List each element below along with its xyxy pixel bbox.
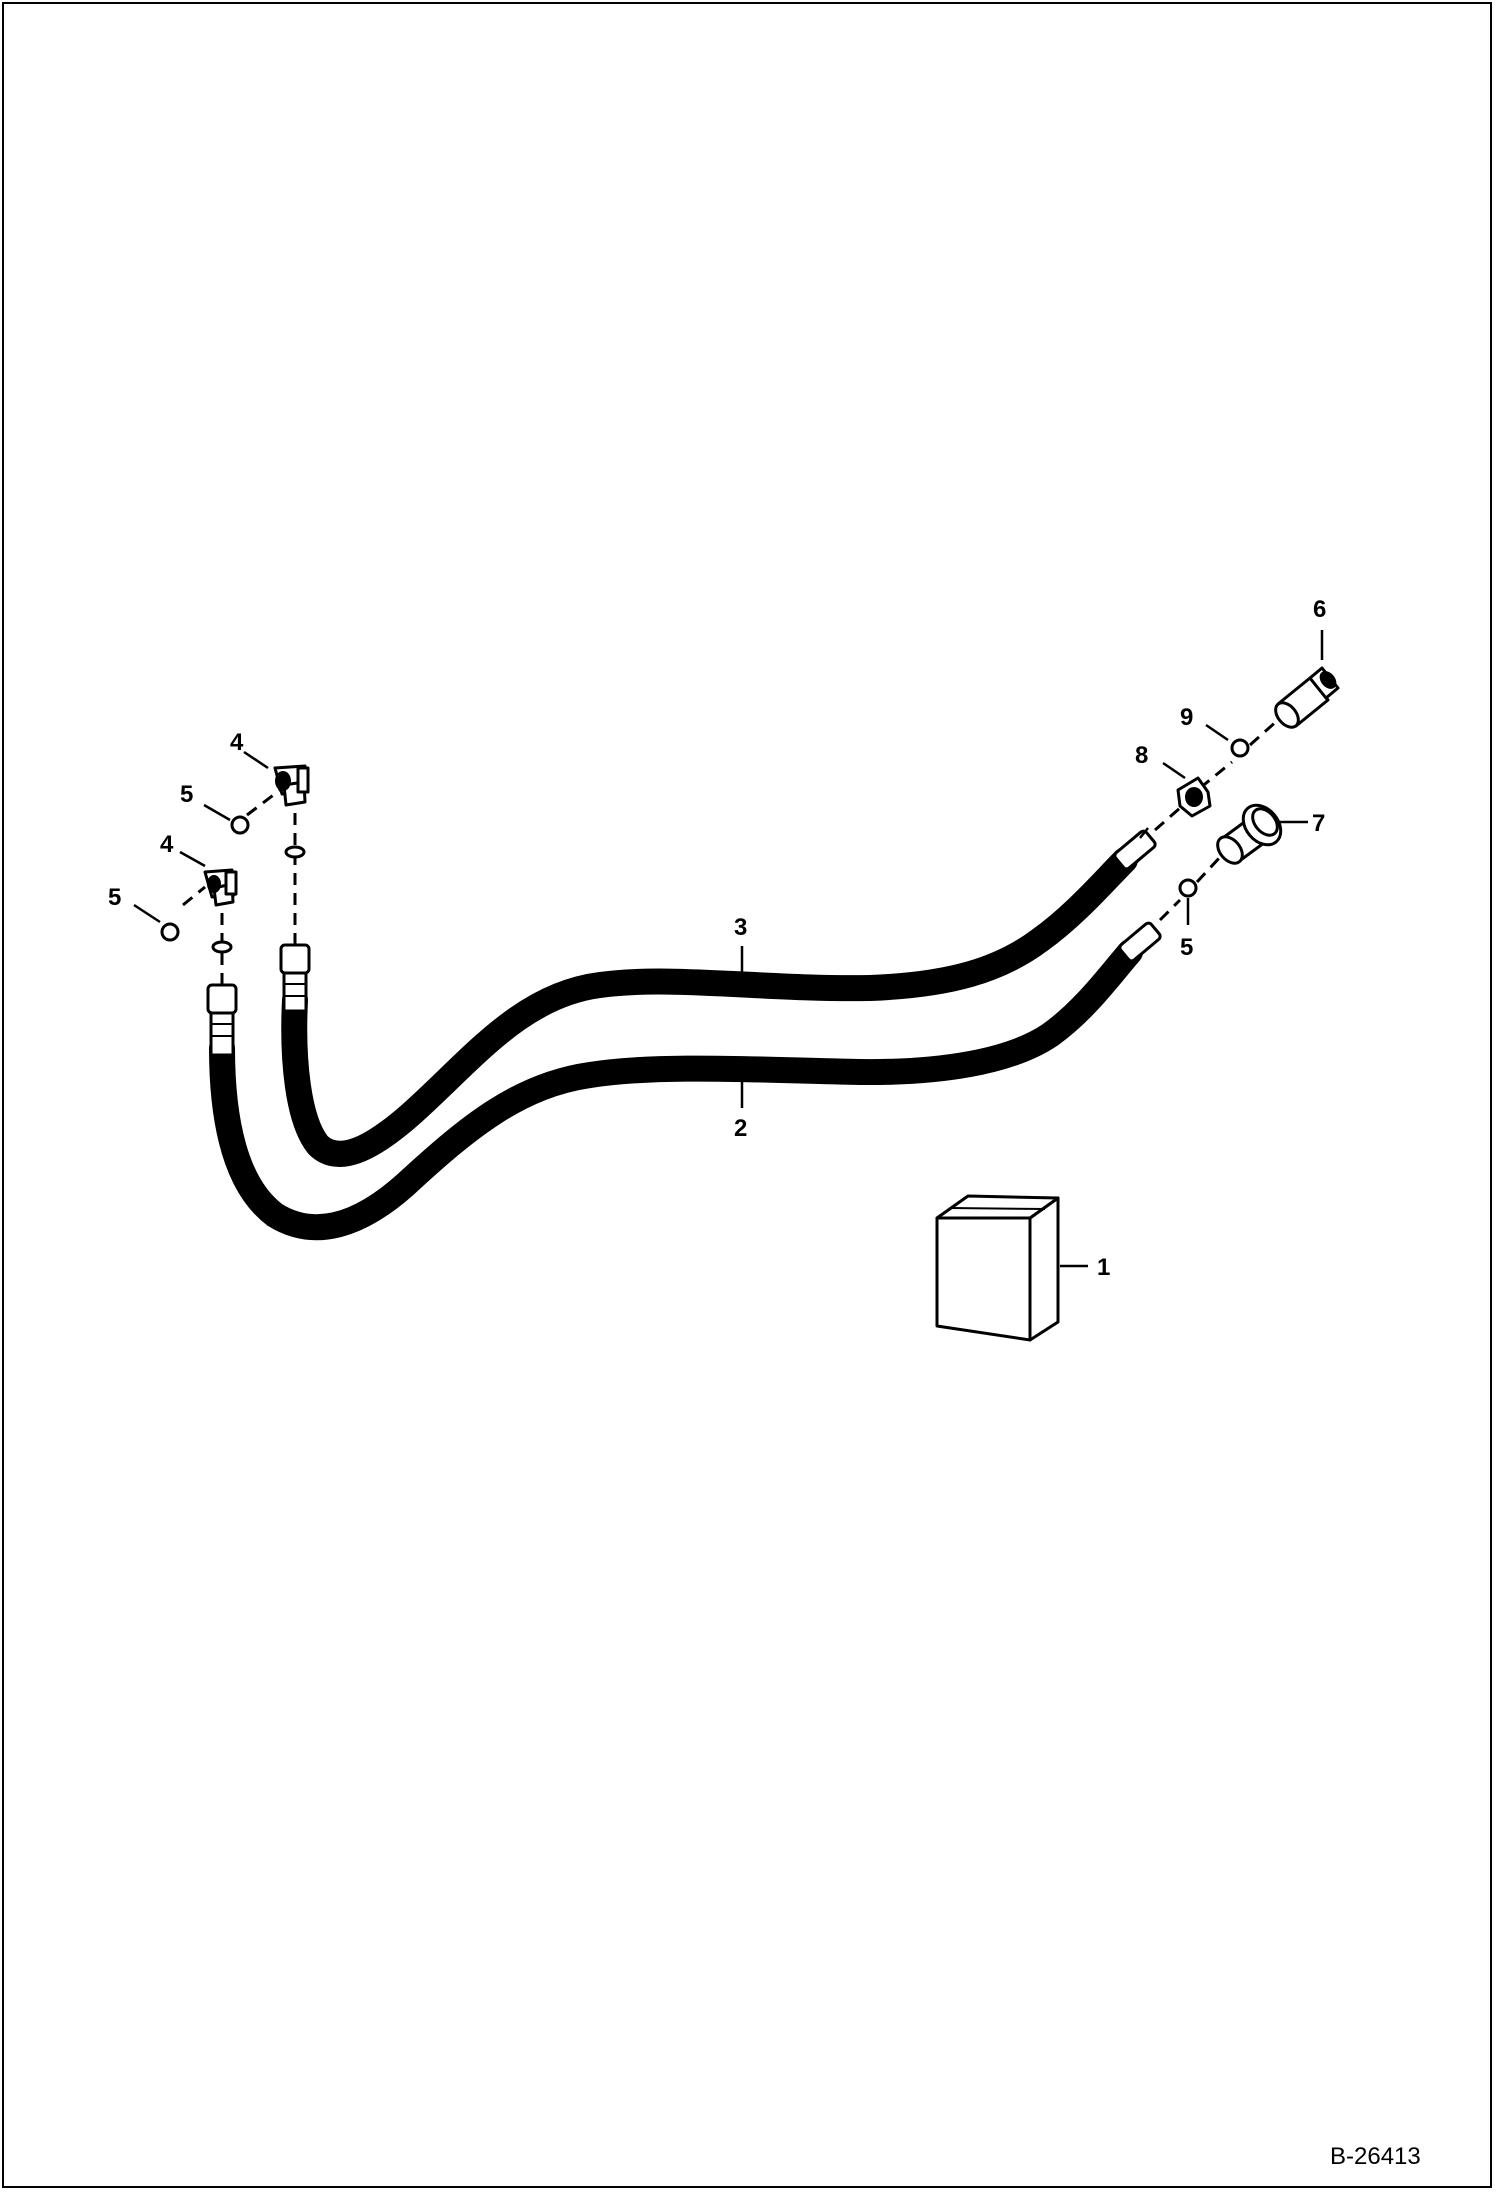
hose-lower	[209, 939, 1143, 1241]
callout-6: 6	[1313, 596, 1326, 623]
callout-5-upper: 5	[180, 781, 193, 808]
drawing-number: B-26413	[1330, 2143, 1421, 2170]
leader-line	[203, 803, 231, 822]
oring	[230, 815, 250, 835]
adapter-fitting	[1176, 776, 1212, 818]
oring-small	[211, 940, 233, 954]
leader-line	[133, 903, 161, 924]
callout-9: 9	[1180, 704, 1193, 731]
leader-line	[179, 850, 206, 868]
connection-line	[1199, 760, 1233, 790]
oring	[160, 922, 180, 942]
callout-1: 1	[1097, 1254, 1110, 1281]
leader-line	[1205, 723, 1229, 742]
hose-end-left-upper	[279, 943, 311, 1013]
oring	[1230, 738, 1250, 758]
connection-line	[246, 788, 281, 817]
connection-line	[182, 885, 206, 907]
connection-line	[1154, 806, 1181, 832]
hose-upper	[281, 847, 1138, 1167]
coupler-male	[1274, 666, 1340, 729]
callout-4-upper: 4	[230, 729, 244, 756]
callout-3: 3	[734, 914, 747, 941]
connection-line	[1158, 898, 1182, 922]
elbow-fitting-lower	[203, 868, 238, 907]
oring	[1178, 878, 1198, 898]
callout-2: 2	[734, 1115, 747, 1142]
leader-line	[1162, 761, 1186, 780]
connection-line	[1249, 718, 1279, 747]
callout-7: 7	[1312, 810, 1325, 837]
hose-end-right-upper	[1113, 827, 1157, 871]
callout-8: 8	[1135, 742, 1148, 769]
connection-line	[1195, 853, 1224, 884]
coupler-female	[1216, 803, 1283, 865]
kit-box	[935, 1194, 1060, 1342]
callout-5-right: 5	[1180, 934, 1193, 961]
elbow-fitting-upper	[273, 764, 310, 807]
hose-end-left-lower	[206, 983, 238, 1057]
hose-end-right-lower	[1118, 921, 1162, 963]
callout-4-lower: 4	[160, 831, 174, 858]
callout-5-lower: 5	[108, 884, 121, 911]
leader-line	[243, 750, 269, 770]
oring-small	[284, 845, 306, 859]
